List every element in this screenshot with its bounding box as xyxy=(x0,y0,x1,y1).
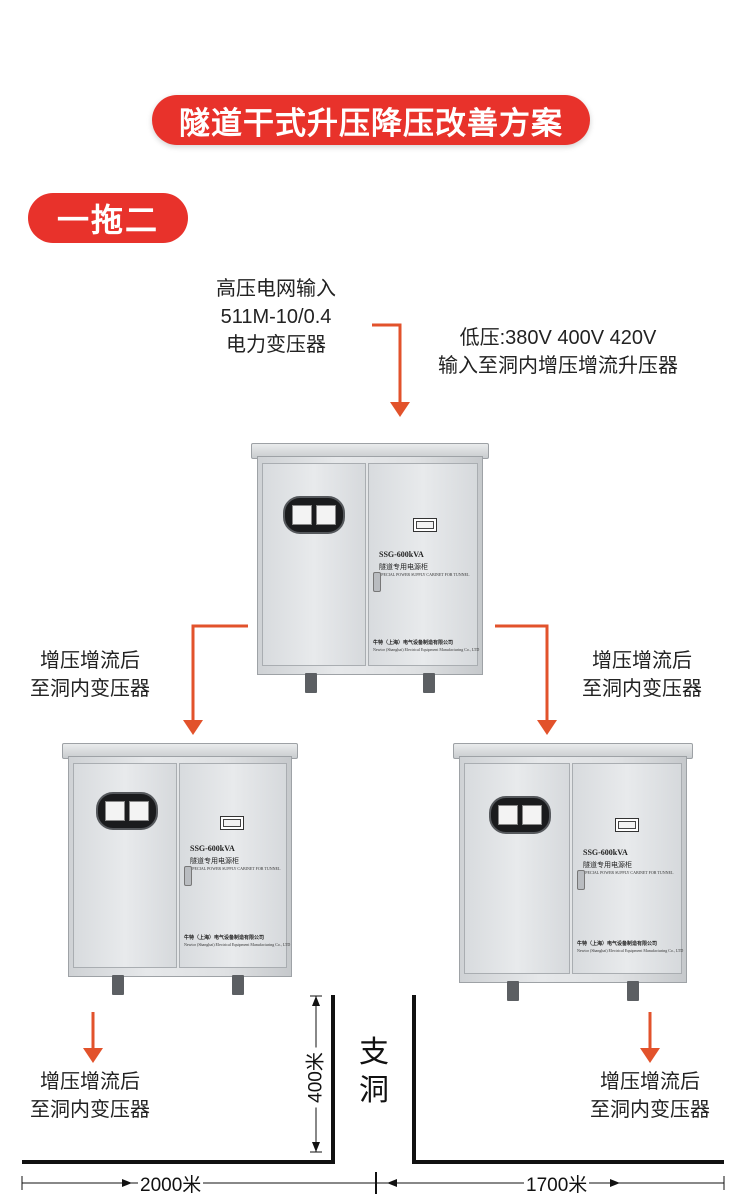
cabinet-body: SSG-600kVA 隧道专用电源柜 SPECIAL POWER SUPPLY … xyxy=(459,756,687,983)
cabinet-body: SSG-600kVA 隧道专用电源柜 SPECIAL POWER SUPPLY … xyxy=(257,456,483,675)
section-badge: 一拖二 xyxy=(28,193,188,243)
left-bottom-line-2: 至洞内变压器 xyxy=(30,1099,150,1121)
cabinet-body: SSG-600kVA 隧道专用电源柜 SPECIAL POWER SUPPLY … xyxy=(68,756,292,977)
meter-icon xyxy=(498,805,518,825)
branch-char-1: 支 xyxy=(359,1035,389,1070)
left-mid-label: 增压增流后 至洞内变压器 xyxy=(30,647,150,703)
branch-label: 支 洞 xyxy=(359,1034,389,1110)
input-grid-line-2: 511M-10/0.4 xyxy=(220,306,332,328)
door-handle xyxy=(184,866,192,886)
cabinet-left-door xyxy=(73,763,177,968)
right-bottom-label: 增压增流后 至洞内变压器 xyxy=(590,1068,710,1124)
cabinet-company-en: Newtor (Shanghai) Electrical Equipment M… xyxy=(373,647,480,652)
right-branch-arrow xyxy=(495,624,549,722)
page-title: 隧道干式升压降压改善方案 xyxy=(152,95,590,145)
arrow-head-icon xyxy=(537,720,557,735)
meter-window xyxy=(283,496,345,534)
meter-icon xyxy=(316,505,336,525)
cabinet-subtitle-en: SPECIAL POWER SUPPLY CABINET FOR TUNNEL xyxy=(583,870,674,875)
meter-icon xyxy=(292,505,312,525)
door-handle xyxy=(577,870,585,890)
cabinet-top: SSG-600kVA 隧道专用电源柜 SPECIAL POWER SUPPLY … xyxy=(251,443,489,693)
meter-window xyxy=(96,792,158,830)
low-voltage-line-1: 低压:380V 400V 420V xyxy=(459,327,657,349)
cabinet-subtitle-en: SPECIAL POWER SUPPLY CABINET FOR TUNNEL xyxy=(190,866,281,871)
cabinet-company-en: Newtor (Shanghai) Electrical Equipment M… xyxy=(577,948,684,953)
arrow-head-icon xyxy=(83,1048,103,1063)
input-grid-line-3: 电力变压器 xyxy=(226,334,326,356)
meter-icon xyxy=(522,805,542,825)
input-grid-label: 高压电网输入 511M-10/0.4 电力变压器 xyxy=(216,275,336,359)
dim-1700: 1700米 xyxy=(524,1170,590,1197)
dim-400: 400米 xyxy=(300,1047,328,1108)
cabinet-company: 牛特（上海）电气设备制造有限公司 xyxy=(373,641,454,646)
cabinet-leg xyxy=(507,981,519,1001)
input-grid-line-1: 高压电网输入 xyxy=(216,278,336,300)
cabinet-company: 牛特（上海）电气设备制造有限公司 xyxy=(184,936,265,941)
cabinet-company-en: Newtor (Shanghai) Electrical Equipment M… xyxy=(184,942,291,947)
input-arrow xyxy=(372,323,402,405)
nameplate-icon xyxy=(413,518,437,532)
tunnel-wall-left xyxy=(22,995,335,1164)
cabinet-subtitle: 隧道专用电源柜 xyxy=(190,857,239,865)
nameplate-icon xyxy=(615,818,639,832)
cabinet-subtitle: 隧道专用电源柜 xyxy=(379,563,428,571)
cabinet-right-door: SSG-600kVA 隧道专用电源柜 SPECIAL POWER SUPPLY … xyxy=(179,763,291,968)
cabinet-company: 牛特（上海）电气设备制造有限公司 xyxy=(577,942,658,947)
left-bottom-line-1: 增压增流后 xyxy=(40,1071,140,1093)
left-bottom-label: 增压增流后 至洞内变压器 xyxy=(30,1068,150,1124)
cabinet-left-door xyxy=(464,763,570,974)
cabinet-leg xyxy=(423,673,435,693)
meter-icon xyxy=(129,801,149,821)
cabinet-subtitle-en: SPECIAL POWER SUPPLY CABINET FOR TUNNEL xyxy=(379,572,470,577)
left-branch-arrow xyxy=(191,624,248,722)
cabinet-leg xyxy=(305,673,317,693)
arrow-head-icon xyxy=(640,1048,660,1063)
cabinet-model: SSG-600kVA xyxy=(190,844,235,853)
arrow-head-icon xyxy=(183,720,203,735)
cabinet-left: SSG-600kVA 隧道专用电源柜 SPECIAL POWER SUPPLY … xyxy=(62,743,298,995)
door-handle xyxy=(373,572,381,592)
cabinet-right-door: SSG-600kVA 隧道专用电源柜 SPECIAL POWER SUPPLY … xyxy=(368,463,480,666)
cabinet-right-door: SSG-600kVA 隧道专用电源柜 SPECIAL POWER SUPPLY … xyxy=(572,763,684,974)
meter-window xyxy=(489,796,551,834)
cabinet-model: SSG-600kVA xyxy=(379,550,424,559)
cabinet-leg xyxy=(112,975,124,995)
right-mid-line-1: 增压增流后 xyxy=(592,650,692,672)
left-mid-line-1: 增压增流后 xyxy=(40,650,140,672)
cabinet-model: SSG-600kVA xyxy=(583,848,628,857)
cabinet-leg xyxy=(232,975,244,995)
low-voltage-label: 低压:380V 400V 420V 输入至洞内增压增流升压器 xyxy=(438,324,678,380)
cabinet-right: SSG-600kVA 隧道专用电源柜 SPECIAL POWER SUPPLY … xyxy=(453,743,693,1001)
right-bottom-line-2: 至洞内变压器 xyxy=(590,1099,710,1121)
branch-char-2: 洞 xyxy=(359,1073,389,1108)
left-mid-line-2: 至洞内变压器 xyxy=(30,678,150,700)
cabinet-subtitle: 隧道专用电源柜 xyxy=(583,861,632,869)
meter-icon xyxy=(105,801,125,821)
right-mid-label: 增压增流后 至洞内变压器 xyxy=(582,647,702,703)
cabinet-leg xyxy=(627,981,639,1001)
tunnel-wall-right xyxy=(412,995,724,1164)
cabinet-left-door xyxy=(262,463,366,666)
right-mid-line-2: 至洞内变压器 xyxy=(582,678,702,700)
nameplate-icon xyxy=(220,816,244,830)
dim-2000: 2000米 xyxy=(138,1170,204,1197)
right-bottom-line-1: 增压增流后 xyxy=(600,1071,700,1093)
low-voltage-line-2: 输入至洞内增压增流升压器 xyxy=(438,355,678,377)
arrow-head-icon xyxy=(390,402,410,417)
